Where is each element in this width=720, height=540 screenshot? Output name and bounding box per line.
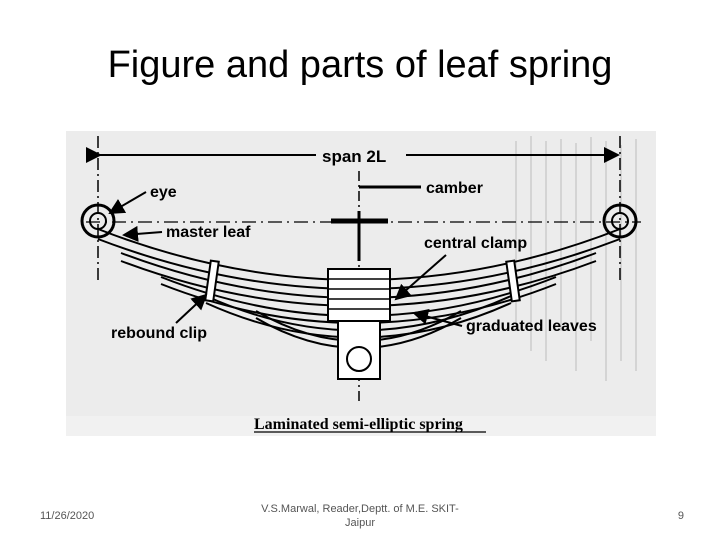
label-rebound-clip: rebound clip — [111, 325, 207, 342]
right-eye — [602, 203, 638, 239]
label-master-leaf: master leaf — [166, 224, 251, 241]
central-clamp — [327, 268, 391, 380]
footer-author: V.S.Marwal, Reader,Deptt. of M.E. SKIT-J… — [261, 503, 459, 529]
footer-date: 11/26/2020 — [40, 510, 95, 522]
master-leaf-leader — [122, 225, 163, 242]
leaf-spring-diagram: span 2L camber eye — [66, 131, 656, 436]
label-span: span 2L — [322, 147, 386, 166]
graduated-leaves-leader — [412, 308, 463, 327]
bleed-through-texture — [515, 136, 637, 381]
label-camber: camber — [426, 180, 483, 197]
label-graduated-leaves: graduated leaves — [466, 318, 597, 335]
left-eye — [80, 203, 116, 239]
page-number: 9 — [677, 510, 684, 522]
rebound-clip-left — [204, 259, 220, 303]
label-eye: eye — [150, 184, 177, 201]
rebound-clip-leader — [175, 293, 208, 324]
label-central-clamp: central clamp — [424, 235, 527, 252]
rebound-clip-right — [505, 259, 521, 303]
figure-caption: Laminated semi-elliptic spring — [254, 416, 463, 433]
eye-leader — [108, 191, 147, 215]
central-clamp-leader — [394, 254, 447, 301]
slide-title: Figure and parts of leaf spring — [107, 44, 613, 86]
